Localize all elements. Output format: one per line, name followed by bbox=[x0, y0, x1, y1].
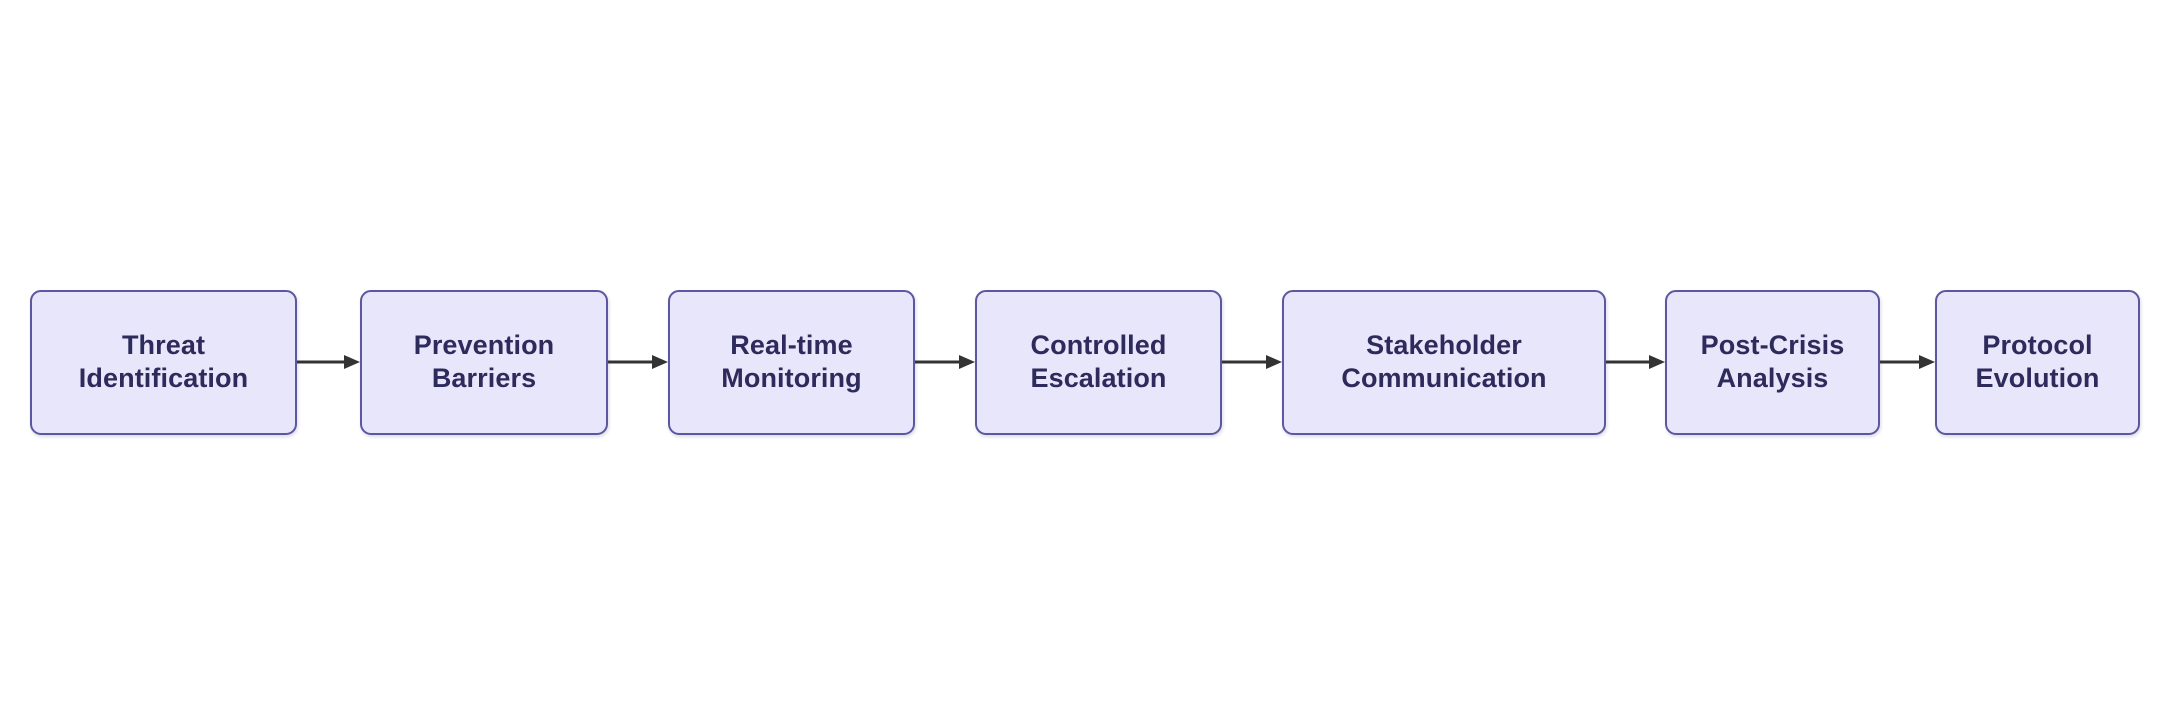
node-stakeholder-communication[interactable]: Stakeholder Communication bbox=[1282, 289, 1606, 435]
arrow-icon bbox=[1880, 355, 1935, 369]
arrow-icon bbox=[915, 355, 975, 369]
arrow-stakeholder-communication-to-post-crisis-analysis bbox=[1606, 290, 1665, 435]
node-label-line1: Stakeholder bbox=[1366, 330, 1522, 361]
node-controlled-escalation[interactable]: Controlled Escalation bbox=[975, 289, 1222, 435]
arrow-post-crisis-analysis-to-protocol-evolution bbox=[1880, 290, 1935, 435]
arrow-threat-identification-to-prevention-barriers bbox=[297, 290, 360, 435]
node-label-line1: Prevention bbox=[413, 330, 555, 361]
node-label-line1: Protocol bbox=[1982, 330, 2093, 361]
node-label-line2: Monitoring bbox=[721, 363, 862, 393]
node-label-line1: Post-Crisis bbox=[1700, 330, 1845, 361]
node-label-line2: Analysis bbox=[1716, 363, 1829, 393]
node-label-line2: Barriers bbox=[431, 363, 537, 393]
node-prevention-barriers[interactable]: Prevention Barriers bbox=[360, 289, 608, 435]
node-label-line2: Escalation bbox=[1030, 363, 1167, 393]
arrow-icon bbox=[297, 355, 360, 369]
node-label-line1: Threat bbox=[121, 330, 206, 361]
arrow-icon bbox=[608, 355, 668, 369]
node-threat-identification[interactable]: Threat Identification bbox=[30, 289, 297, 435]
node-label-line2: Identification bbox=[78, 363, 249, 393]
arrow-icon bbox=[1222, 355, 1282, 369]
arrow-prevention-barriers-to-real-time-monitoring bbox=[608, 290, 668, 435]
node-label-line2: Communication bbox=[1341, 363, 1547, 393]
arrow-icon bbox=[1606, 355, 1665, 369]
node-post-crisis-analysis[interactable]: Post-Crisis Analysis bbox=[1665, 289, 1880, 435]
node-real-time-monitoring[interactable]: Real-time Monitoring bbox=[668, 289, 915, 435]
arrow-controlled-escalation-to-stakeholder-communication bbox=[1222, 290, 1282, 435]
node-protocol-evolution[interactable]: Protocol Evolution bbox=[1935, 289, 2140, 435]
arrow-real-time-monitoring-to-controlled-escalation bbox=[915, 290, 975, 435]
node-label-line2: Evolution bbox=[1975, 363, 2100, 393]
node-label-line1: Controlled bbox=[1030, 330, 1167, 361]
node-label-line1: Real-time bbox=[730, 330, 853, 361]
